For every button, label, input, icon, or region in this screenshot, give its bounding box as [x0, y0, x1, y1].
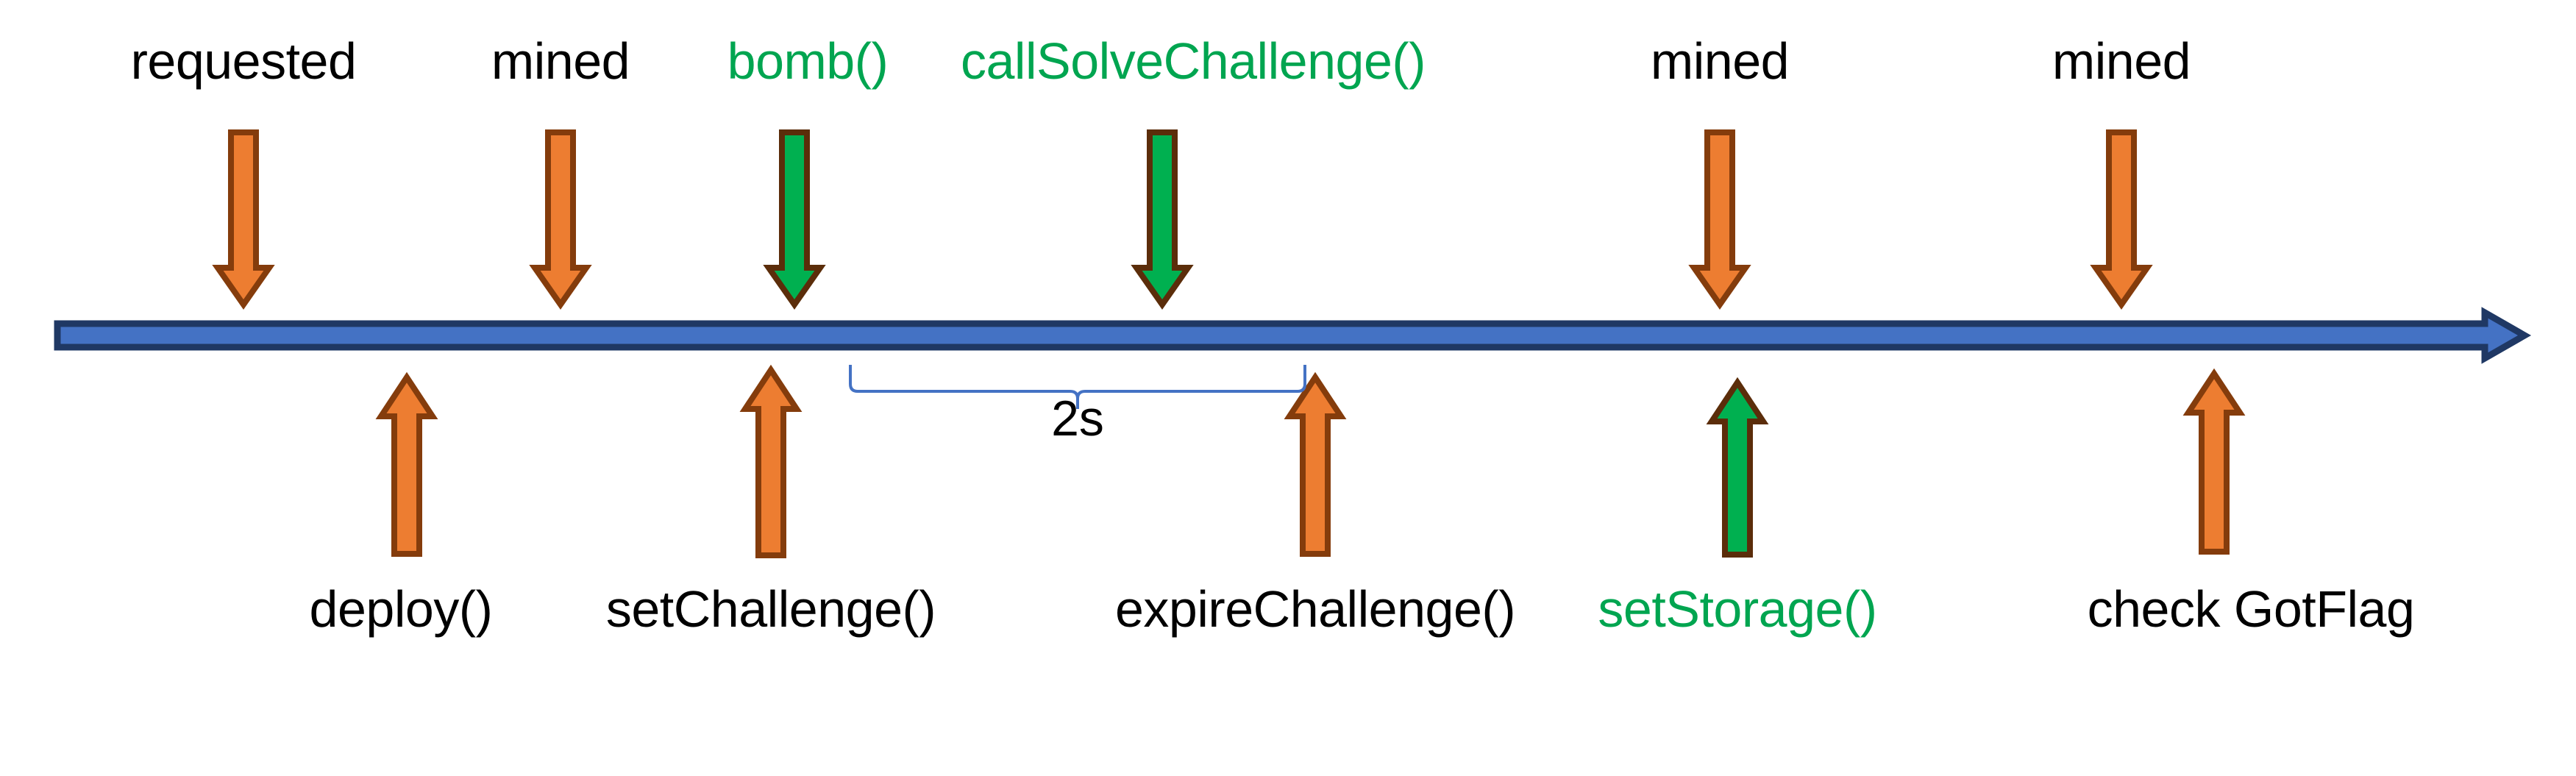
- up-arrow-check-got-flag: [2182, 368, 2246, 555]
- up-arrow-expire-challenge: [1284, 371, 1347, 557]
- duration-label-2s: 2s: [1051, 391, 1104, 446]
- label-check-got-flag: check GotFlag: [2087, 580, 2415, 638]
- label-deploy: deploy(): [309, 580, 493, 638]
- two-second-brace: [849, 365, 1306, 409]
- up-arrow-set-storage: [1706, 377, 1769, 558]
- down-arrow-requested: [212, 129, 275, 310]
- label-mined-2: mined: [1650, 32, 1790, 90]
- label-requested: requested: [130, 32, 357, 90]
- timeline-axis-arrow: [54, 307, 2532, 364]
- label-mined-1: mined: [491, 32, 630, 90]
- timeline-arrow-shape: [54, 307, 2532, 364]
- down-arrow-bomb: [763, 129, 826, 310]
- up-arrow-deploy: [375, 371, 438, 557]
- label-mined-3: mined: [2052, 32, 2191, 90]
- down-arrow-mined-2: [1688, 129, 1751, 310]
- label-set-storage: setStorage(): [1598, 580, 1877, 638]
- up-arrow-set-challenge: [739, 364, 803, 558]
- label-call-solve-challenge: callSolveChallenge(): [961, 32, 1426, 90]
- label-set-challenge: setChallenge(): [605, 580, 936, 638]
- down-arrow-mined-3: [2090, 129, 2153, 310]
- label-expire-challenge: expireChallenge(): [1114, 580, 1516, 638]
- down-arrow-mined-1: [529, 129, 592, 310]
- label-bomb: bomb(): [727, 32, 889, 90]
- down-arrow-call-solve-challenge: [1131, 129, 1194, 310]
